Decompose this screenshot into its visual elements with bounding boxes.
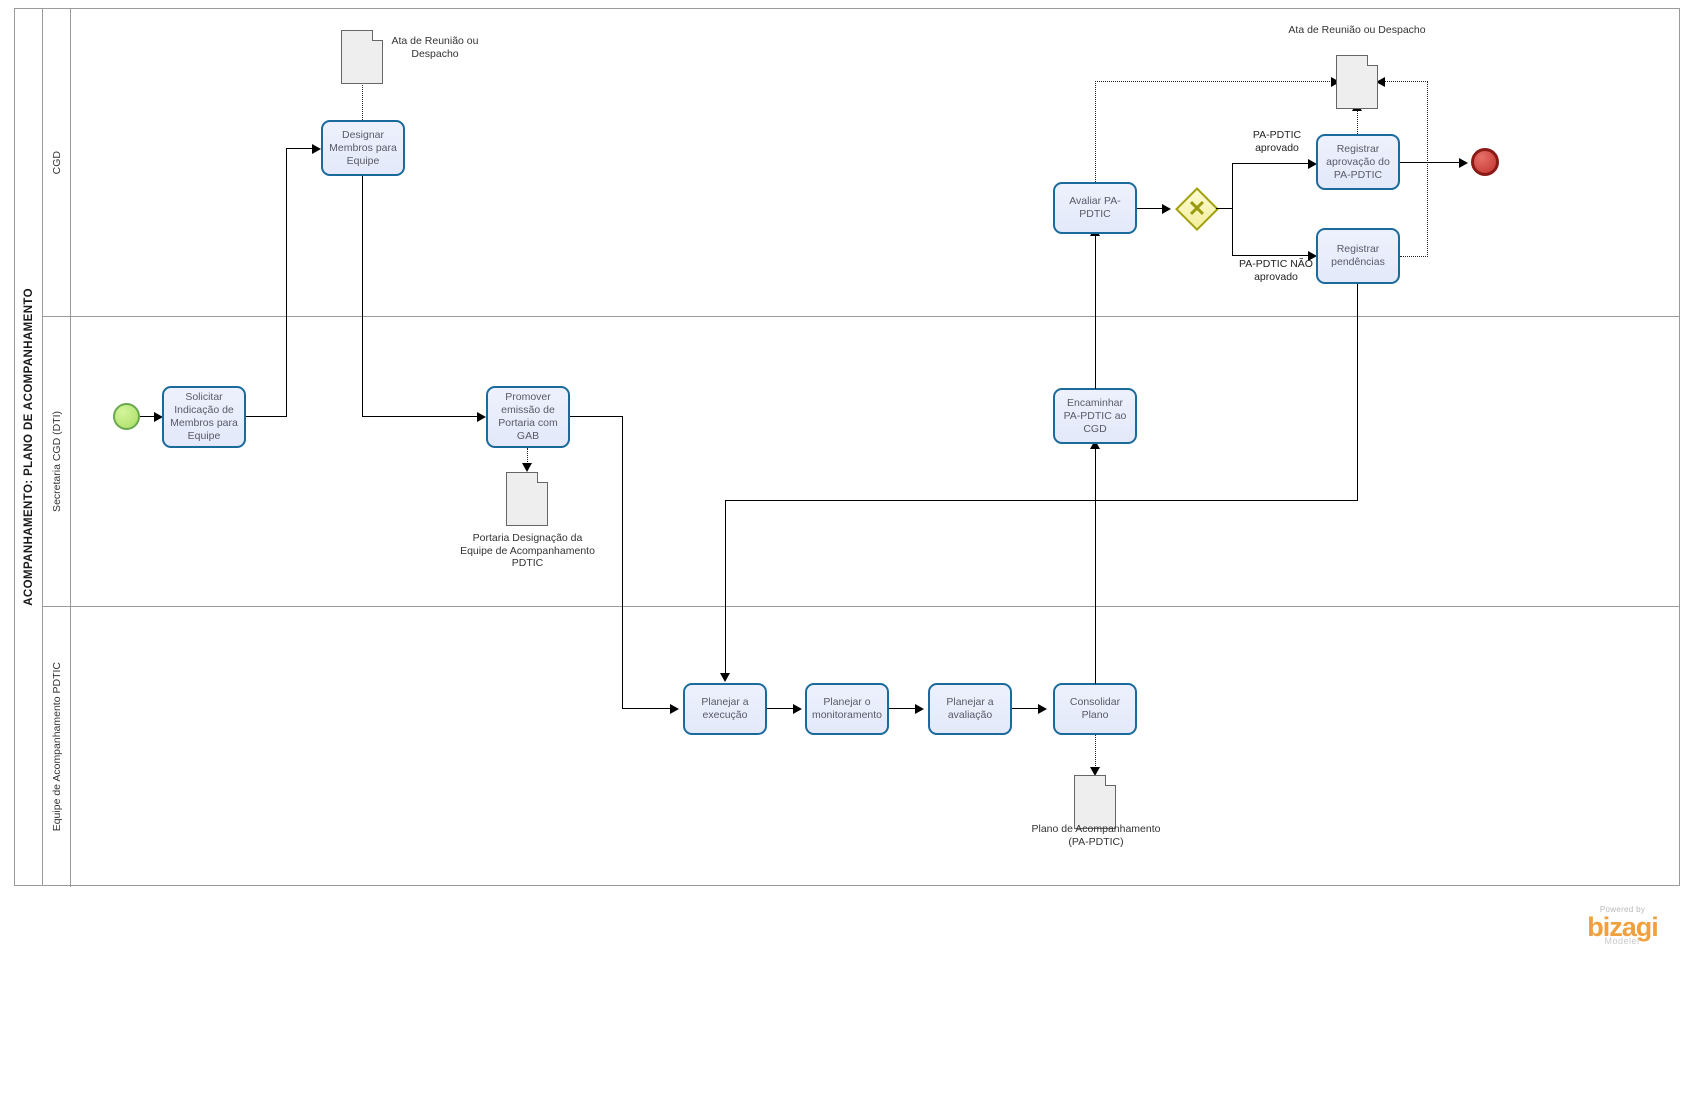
document-fold <box>372 30 383 41</box>
flow-arrow-t9-to-gateway <box>1162 203 1171 214</box>
association-t9-to-doc4-seg1 <box>1095 81 1096 182</box>
flow-arrow-t4-to-t5 <box>793 703 802 714</box>
lane-label-equipe: Equipe de Acompanhamento PDTIC <box>50 662 63 832</box>
association-t11-to-doc4-seg1 <box>1400 256 1428 257</box>
flow-gateway-nao-aprovado-seg1 <box>1232 208 1234 256</box>
lane-equipe: Equipe de Acompanhamento PDTIC <box>43 607 1680 887</box>
task-avaliar-papdtic[interactable]: Avaliar PA-PDTIC <box>1053 182 1137 234</box>
flow-t10-to-end <box>1400 162 1462 164</box>
lane-title-secretaria: Secretaria CGD (DTI) <box>43 317 71 606</box>
task-registrar-pendencias[interactable]: Registrar pendências <box>1316 228 1400 284</box>
flow-arrow-t7-to-t8 <box>1090 440 1100 449</box>
end-event[interactable] <box>1471 148 1499 176</box>
data-object-ata-reuniao-1[interactable] <box>341 30 383 84</box>
flow-t6-to-t7 <box>1012 708 1040 710</box>
flow-t2-to-t3-seg1 <box>362 176 364 416</box>
association-t11-to-doc4-seg3 <box>1382 81 1428 82</box>
flow-t2-to-t3-seg2 <box>362 416 479 418</box>
bizagi-branding: Powered by bizagi Modeler <box>1570 905 1675 946</box>
flow-start-to-t1 <box>140 416 156 418</box>
data-object-plano-acompanhamento[interactable] <box>1074 775 1116 829</box>
flow-t1-to-t2-seg2 <box>286 148 288 417</box>
data-object-label-portaria-designacao: Portaria Designação da Equipe de Acompan… <box>460 532 595 569</box>
document-fold <box>537 472 548 483</box>
flow-t5-to-t6 <box>889 708 917 710</box>
start-event[interactable] <box>113 403 140 430</box>
flow-arrow-t6-to-t7 <box>1038 703 1047 714</box>
flow-gateway-nao-aprovado-seg2 <box>1232 255 1312 257</box>
association-arrow-t7-to-doc3 <box>1090 767 1100 776</box>
data-object-ata-reuniao-2[interactable] <box>1336 55 1378 109</box>
flow-t3-to-t4-seg2 <box>622 416 624 709</box>
association-arrow-t11-to-doc4 <box>1376 76 1385 87</box>
gateway-x-icon: ✕ <box>1187 196 1207 221</box>
association-t10-to-doc4 <box>1357 108 1358 134</box>
branding-name-part1: bi <box>1587 912 1610 942</box>
data-object-label-ata-reuniao-1: Ata de Reunião ou Despacho <box>391 35 479 60</box>
branding-name-part2: z <box>1609 912 1622 942</box>
task-designar-membros[interactable]: Designar Membros para Equipe <box>321 120 405 176</box>
pool-title: ACOMPANHAMENTO: PLANO DE ACOMPANHAMENTO <box>15 9 43 885</box>
flow-t8-to-t9 <box>1095 233 1097 389</box>
flow-arrow-gateway-aprovado <box>1308 158 1317 169</box>
flow-t1-to-t2-seg3 <box>286 148 315 150</box>
association-t11-to-doc4-seg2 <box>1427 81 1428 257</box>
association-t2-to-doc1 <box>362 80 363 120</box>
association-t3-to-doc2 <box>527 448 528 466</box>
flow-t3-to-t4-seg1 <box>570 416 623 418</box>
flow-gateway-aprovado-seg2 <box>1232 163 1312 165</box>
lane-secretaria: Secretaria CGD (DTI) <box>43 317 1680 607</box>
task-registrar-aprovacao[interactable]: Registrar aprovação do PA-PDTIC <box>1316 134 1400 190</box>
flow-gateway-out-stub <box>1216 208 1233 210</box>
task-promover-emissao-portaria[interactable]: Promover emissão de Portaria com GAB <box>486 386 570 448</box>
flow-arrow-t5-to-t6 <box>915 703 924 714</box>
flow-t7-to-t8 <box>1095 446 1097 684</box>
flow-arrow-gateway-nao-aprovado <box>1308 250 1317 261</box>
task-planejar-avaliacao[interactable]: Planejar a avaliação <box>928 683 1012 735</box>
flow-t11-to-t4-seg3 <box>725 500 727 676</box>
branding-modeler: Modeler <box>1604 936 1641 946</box>
branding-name: bizagi <box>1570 912 1675 942</box>
flow-t4-to-t5 <box>767 708 795 710</box>
association-arrow-t3-to-doc2 <box>522 463 532 472</box>
flow-t3-to-t4-seg3 <box>622 708 672 710</box>
flow-arrow-start-to-t1 <box>154 411 163 422</box>
data-object-label-plano-acompanhamento: Plano de Acompanhamento (PA-PDTIC) <box>1031 823 1161 848</box>
flow-arrow-t10-to-end <box>1459 157 1468 168</box>
branding-powered-by: Powered by <box>1599 905 1646 914</box>
flow-t11-to-t4-seg1 <box>1357 284 1359 501</box>
lane-label-secretaria: Secretaria CGD (DTI) <box>50 411 63 512</box>
flow-t9-to-gateway <box>1137 208 1164 210</box>
flow-arrow-t11-to-t4 <box>720 673 730 682</box>
association-arrow-t9-to-doc4 <box>1331 76 1340 87</box>
flow-t11-to-t4-seg2 <box>725 500 1358 502</box>
data-object-label-ata-reuniao-2: Ata de Reunião ou Despacho <box>1288 24 1426 36</box>
task-solicitar-indicacao[interactable]: Solicitar Indicação de Membros para Equi… <box>162 386 246 448</box>
flow-gateway-aprovado-seg1 <box>1232 163 1234 209</box>
flow-arrow-t1-to-t2 <box>312 143 321 154</box>
flow-arrow-t3-to-t4 <box>670 703 679 714</box>
document-fold <box>1105 775 1116 786</box>
pool-title-label: ACOMPANHAMENTO: PLANO DE ACOMPANHAMENTO <box>22 288 35 606</box>
association-t9-to-doc4-seg2 <box>1095 81 1336 82</box>
lane-label-cgd: CGD <box>50 150 63 175</box>
task-planejar-monitoramento[interactable]: Planejar o monitoramento <box>805 683 889 735</box>
pool: ACOMPANHAMENTO: PLANO DE ACOMPANHAMENTO … <box>14 8 1680 887</box>
lane-cgd: CGD <box>43 9 1680 317</box>
association-t7-to-doc3 <box>1095 735 1096 770</box>
task-encaminhar-papdtic[interactable]: Encaminhar PA-PDTIC ao CGD <box>1053 388 1137 444</box>
flow-label-papdtic-aprovado: PA-PDTIC aprovado <box>1252 129 1302 154</box>
lane-title-cgd: CGD <box>43 9 71 316</box>
flow-t1-to-t2-seg1 <box>246 416 287 418</box>
flow-label-papdtic-nao-aprovado: PA-PDTIC NÃO aprovado <box>1239 258 1313 283</box>
data-object-portaria-designacao[interactable] <box>506 472 548 526</box>
task-consolidar-plano[interactable]: Consolidar Plano <box>1053 683 1137 735</box>
gateway-papdtic-aprovado[interactable]: ✕ <box>1175 187 1219 231</box>
lane-title-equipe: Equipe de Acompanhamento PDTIC <box>43 607 71 887</box>
task-planejar-execucao[interactable]: Planejar a execução <box>683 683 767 735</box>
flow-arrow-t2-to-t3 <box>477 411 486 422</box>
document-fold <box>1367 55 1378 66</box>
branding-name-part3: agi <box>1621 912 1659 942</box>
